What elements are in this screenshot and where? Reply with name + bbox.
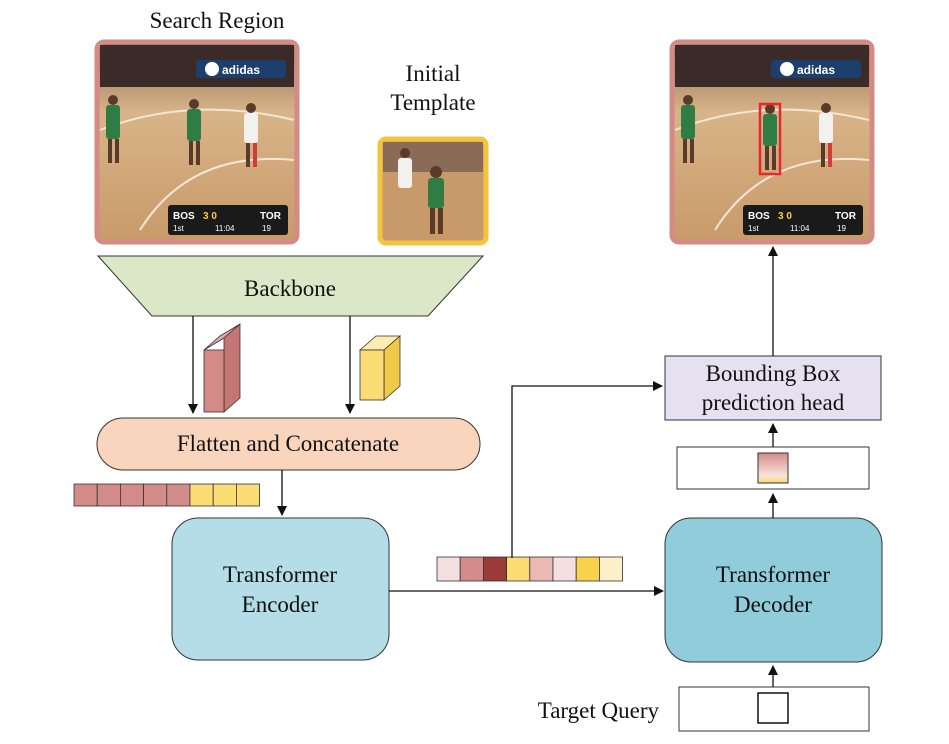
template-feature-map-icon [358,335,402,401]
backbone-label: Backbone [244,276,336,301]
token-cell [73,483,98,507]
search-region-label: Search Region [150,8,285,33]
token-cell [436,556,461,582]
banner-brand: adidas [222,63,260,77]
bbox-prediction-head-block [664,355,882,421]
tracking-result-image: adidas BOS 3 0 TOR 1st 11:04 19 [669,39,875,245]
encoded-token-strip [436,556,624,582]
initial-template-label-line2: Template [390,90,475,115]
bbox-head-label-line2: prediction head [702,390,845,415]
player-white [244,103,258,167]
token-cell [599,556,624,582]
svg-text:3 0: 3 0 [203,211,217,222]
token-cell [506,556,531,582]
transformer-encoder-block [171,517,390,661]
svg-text:1st: 1st [173,224,184,233]
svg-text:TOR: TOR [260,211,282,222]
token-cell [459,556,484,582]
svg-text:11:04: 11:04 [215,224,235,233]
initial-template-label-line1: Initial [406,61,461,86]
decoder-output-token [757,452,789,484]
token-cell [235,483,260,507]
token-cell [189,483,214,507]
token-cell [143,483,168,507]
backbone-block [96,255,485,317]
flatten-concatenate-label: Flatten and Concatenate [177,431,399,456]
bbox-head-label-line1: Bounding Box [706,361,841,386]
decoder-label-line1: Transformer [716,562,830,587]
search-feature-map-icon [203,323,241,413]
player-green-2 [187,99,201,165]
token-cell [529,556,554,582]
target-query-token [757,692,789,724]
concatenated-token-strip [73,483,260,507]
adidas-banner [196,60,286,78]
flatten-concatenate-block [96,417,481,471]
token-cell [120,483,145,507]
token-cell [212,483,237,507]
token-cell [552,556,577,582]
predicted-bounding-box [758,102,782,176]
svg-text:adidas: adidas [797,63,835,77]
token-cell [482,556,507,582]
token-cell [575,556,600,582]
encoder-label-line1: Transformer [223,562,337,587]
player-green-1 [106,95,120,163]
encoder-to-bbox-head-arrow [511,381,663,558]
token-cell [96,483,121,507]
svg-text:TOR: TOR [835,211,857,222]
svg-text:BOS: BOS [748,211,770,222]
svg-text:BOS: BOS [173,211,195,222]
encoder-label-line2: Encoder [242,592,319,617]
token-cell [166,483,191,507]
svg-text:11:04: 11:04 [790,224,810,233]
svg-text:3 0: 3 0 [778,211,792,222]
decoder-label-line2: Decoder [734,592,812,617]
search-region-image: adidas BOS 3 0 TOR 1st [94,39,300,245]
transformer-decoder-block [664,517,883,663]
target-query-label: Target Query [538,698,660,723]
svg-text:19: 19 [837,224,846,233]
svg-text:1st: 1st [748,224,759,233]
svg-text:19: 19 [262,224,271,233]
initial-template-image [377,136,489,246]
scoreboard: BOS 3 0 TOR 1st 11:04 19 [168,205,288,235]
